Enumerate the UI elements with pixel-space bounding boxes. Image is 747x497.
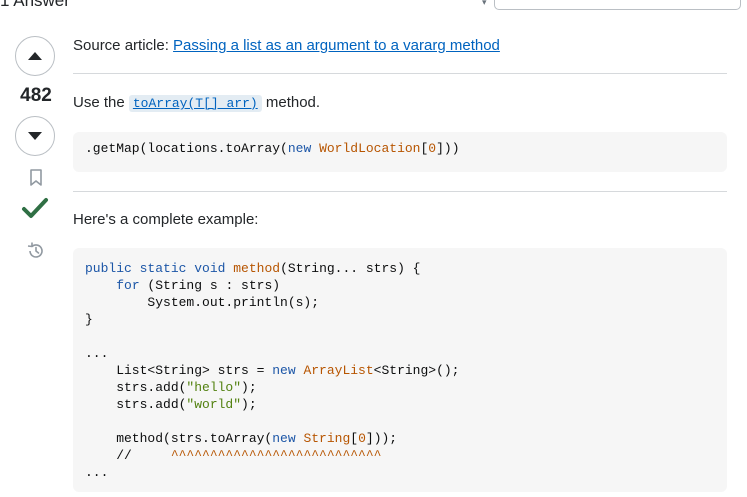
downvote-button[interactable] xyxy=(15,116,55,156)
vote-count: 482 xyxy=(20,85,52,106)
code-block-snippet: .getMap(locations.toArray(new WorldLocat… xyxy=(73,132,727,172)
source-line: Source article: Passing a list as an arg… xyxy=(73,36,500,56)
divider xyxy=(73,191,727,192)
history-button[interactable] xyxy=(25,240,47,262)
caret-up-icon xyxy=(28,52,42,60)
source-prefix: Source article: xyxy=(73,37,174,54)
answers-count-heading: 1 Answer xyxy=(0,0,70,10)
source-article-link[interactable]: Passing a list as an argument to a varar… xyxy=(173,37,500,54)
use-suffix: method. xyxy=(261,94,321,111)
example-intro: Here's a complete example: xyxy=(73,211,259,228)
bookmark-button[interactable] xyxy=(28,168,44,188)
use-method-line: Use the toArray(T[] arr) method. xyxy=(73,93,320,114)
caret-down-icon xyxy=(28,132,42,140)
accepted-answer-mark xyxy=(20,194,50,224)
use-prefix: Use the xyxy=(73,94,129,111)
history-icon xyxy=(27,242,43,258)
divider xyxy=(73,73,727,74)
sort-select[interactable] xyxy=(494,0,741,10)
checkmark-icon xyxy=(22,198,48,218)
toarray-method-link[interactable]: toArray(T[] arr) xyxy=(132,96,258,111)
upvote-button[interactable] xyxy=(15,36,55,76)
bookmark-icon xyxy=(30,169,42,186)
top-bar: 1 Answer ▾ xyxy=(0,0,747,12)
code-block-example: public static void method(String... strs… xyxy=(73,248,727,492)
sort-caret-icon: ▾ xyxy=(482,0,487,7)
inline-code: toArray(T[] arr) xyxy=(128,95,262,112)
